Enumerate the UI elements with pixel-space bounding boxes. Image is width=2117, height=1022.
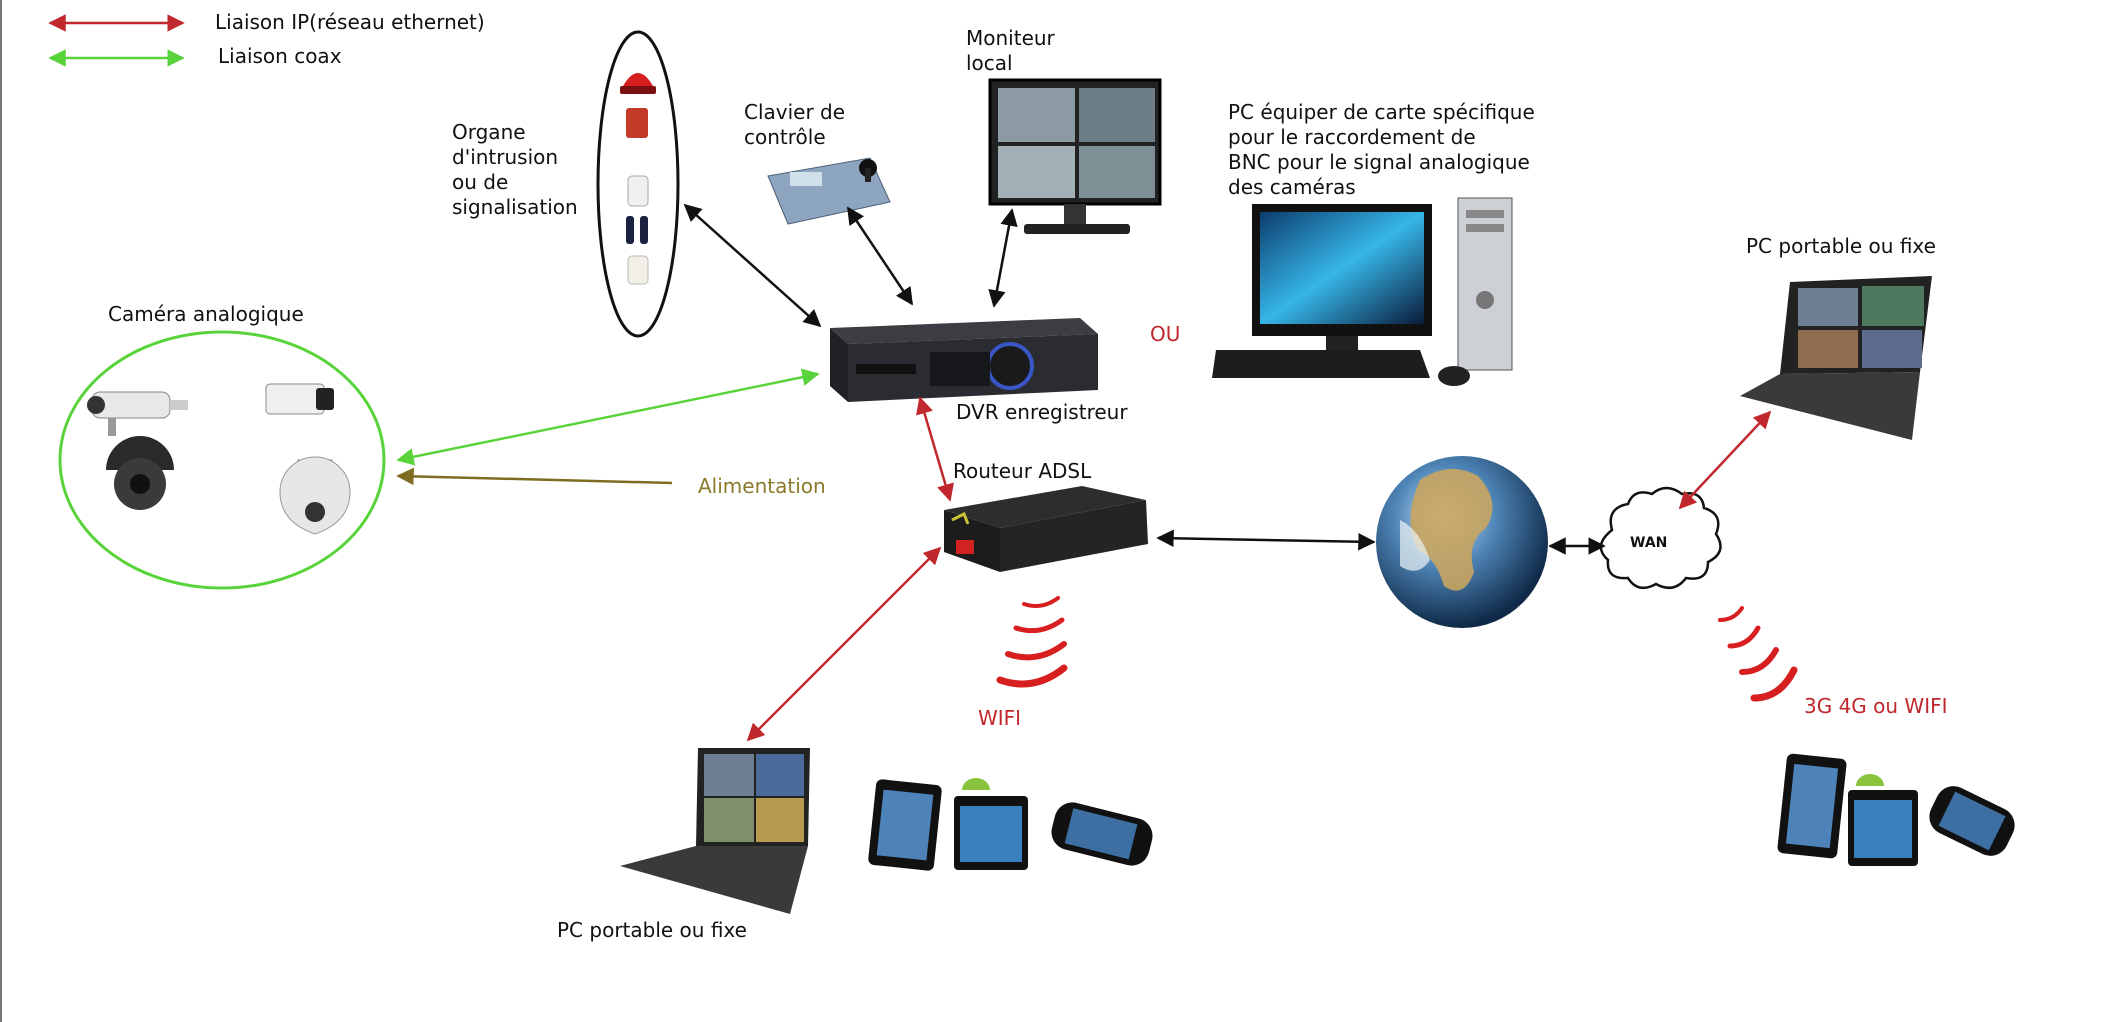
dvr-label: DVR enregistreur bbox=[956, 400, 1128, 424]
power-label: Alimentation bbox=[698, 474, 826, 498]
intrusion-label: Organe d'intrusion ou de signalisation bbox=[452, 120, 578, 219]
tablet-right-icon bbox=[1777, 753, 1847, 859]
keyboard-label: Clavier de contrôle bbox=[744, 100, 846, 149]
box-camera-icon bbox=[265, 383, 334, 415]
link-router-globe bbox=[1156, 529, 1376, 551]
smoke-detector-icon bbox=[627, 255, 649, 285]
ou-label: OU bbox=[1150, 322, 1181, 346]
pc-right-label: PC portable ou fixe bbox=[1746, 234, 1936, 258]
left-border bbox=[0, 0, 2, 1022]
wan-label: WAN bbox=[1630, 535, 1668, 551]
link-keyboard-dvr bbox=[846, 206, 914, 306]
laptop-bottom-icon bbox=[620, 748, 810, 914]
tablet-icon bbox=[868, 779, 942, 871]
adsl-router-icon bbox=[944, 486, 1148, 572]
mobile-signal-icon bbox=[1718, 606, 1798, 702]
dome-camera-icon bbox=[106, 436, 174, 510]
link-wan-laptop bbox=[1678, 410, 1772, 510]
pc-card-label: PC équiper de carte spécifique pour le r… bbox=[1228, 100, 1535, 199]
monitor-label: Moniteur local bbox=[966, 26, 1055, 75]
link-power-camera bbox=[396, 467, 673, 486]
intrusion-ellipse bbox=[596, 30, 680, 338]
wifi-label: WIFI bbox=[978, 706, 1022, 730]
bullet-camera-icon bbox=[87, 391, 188, 436]
legend-ip-label: Liaison IP(réseau ethernet) bbox=[215, 10, 485, 34]
mobile-network-label: 3G 4G ou WIFI bbox=[1804, 694, 1948, 718]
smartphone-icon bbox=[1051, 802, 1153, 866]
link-dvr-router bbox=[916, 396, 954, 502]
wifi-signal-icon bbox=[996, 596, 1068, 688]
motion-sensor-icon bbox=[627, 175, 649, 207]
laptop-right-icon bbox=[1740, 276, 1932, 440]
camera-label: Caméra analogique bbox=[108, 302, 304, 326]
ptz-camera-icon bbox=[279, 456, 351, 535]
monitor-icon bbox=[988, 78, 1162, 234]
dvr-recorder-icon bbox=[830, 318, 1098, 402]
globe-icon bbox=[1376, 456, 1548, 628]
android-tablet-right-icon bbox=[1848, 774, 1918, 866]
desktop-pc-icon bbox=[1212, 197, 1513, 386]
link-camera-dvr bbox=[396, 368, 820, 466]
smartphone-right-icon bbox=[1929, 786, 2015, 856]
control-keyboard-icon bbox=[767, 157, 891, 225]
wan-cloud-icon bbox=[1599, 486, 1722, 590]
camera-ellipse bbox=[58, 330, 386, 590]
legend-coax-label: Liaison coax bbox=[218, 44, 342, 68]
link-intrusion-dvr bbox=[683, 203, 822, 328]
router-label: Routeur ADSL bbox=[953, 459, 1092, 483]
android-tablet-icon bbox=[954, 778, 1028, 870]
siren-icon bbox=[620, 73, 656, 94]
alarm-box-icon bbox=[626, 108, 648, 138]
pc-bottom-label: PC portable ou fixe bbox=[557, 918, 747, 942]
link-monitor-dvr bbox=[988, 208, 1018, 308]
link-router-laptop bbox=[746, 546, 942, 742]
door-contact-icon bbox=[626, 216, 648, 244]
